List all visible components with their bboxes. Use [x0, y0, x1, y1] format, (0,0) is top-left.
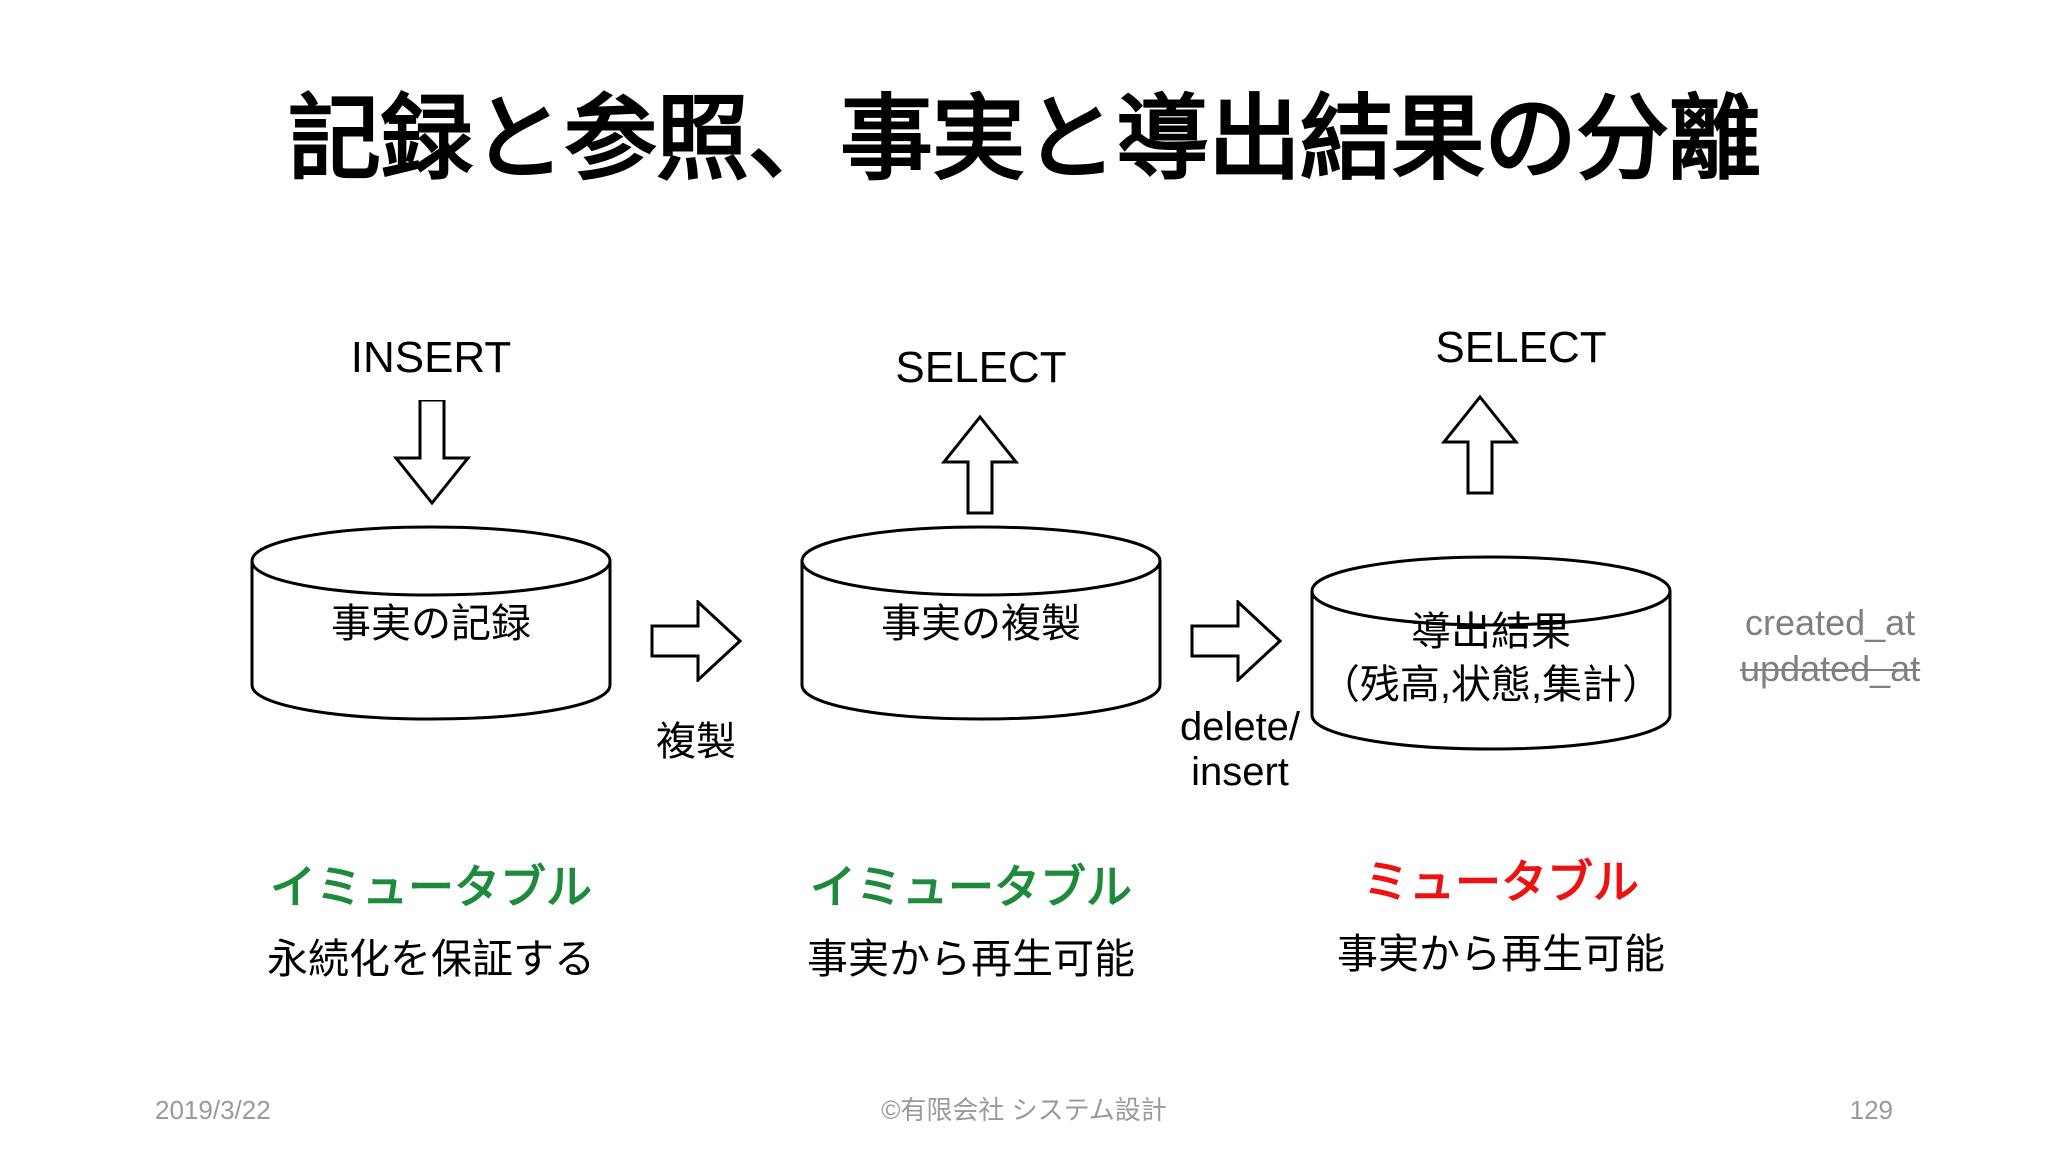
mutability-label: イミュータブル: [270, 861, 592, 913]
column-description: 事実から再生可能: [1337, 931, 1665, 978]
database-label-secondary: （残高,状態,集計）: [1319, 663, 1663, 707]
page-title: 記録と参照、事実と導出結果の分離: [288, 87, 1761, 191]
column-note-2: イミュータブル 事実から再生可能: [761, 860, 1181, 984]
footer-date: 2019/3/22: [155, 1095, 271, 1125]
footer-page-number: 129: [1849, 1095, 1893, 1125]
side-fields-group: created_at updated_at: [1740, 600, 1920, 692]
database-cylinder-derived-result: 導出結果 （残高,状態,集計）: [1310, 555, 1672, 751]
column-note-1: イミュータブル 永続化を保証する: [221, 860, 641, 984]
field-updated-at: updated_at: [1740, 648, 1921, 690]
database-cylinder-fact-record: 事実の記録: [250, 525, 612, 721]
operation-label-select-2: SELECT: [895, 343, 1067, 392]
arrow-right-replicate-icon: [650, 600, 742, 682]
transition-label-insert: insert: [1191, 750, 1289, 794]
operation-label-select-3: SELECT: [1435, 323, 1607, 372]
column-description: 事実から再生可能: [807, 936, 1135, 983]
arrow-down-insert-icon: [392, 400, 472, 505]
database-label: 事実の複製: [881, 602, 1081, 646]
column-note-3: ミュータブル 事実から再生可能: [1291, 855, 1711, 979]
mutability-label: ミュータブル: [1363, 856, 1639, 908]
database-cylinder-fact-replica: 事実の複製: [800, 525, 1162, 721]
transition-label-replicate: 複製: [656, 720, 736, 764]
mutability-label: イミュータブル: [810, 861, 1132, 913]
field-created-at: created_at: [1745, 602, 1916, 643]
footer-copyright: ©有限会社 システム設計: [881, 1095, 1167, 1125]
database-label: 導出結果: [1411, 610, 1571, 654]
arrow-up-select-2-icon: [940, 415, 1020, 515]
column-description: 永続化を保証する: [267, 936, 595, 983]
arrow-right-delete-insert-icon: [1190, 600, 1282, 682]
footer: 2019/3/22 ©有限会社 システム設計 129: [0, 1090, 2048, 1130]
transition-label-delete: delete/: [1179, 705, 1301, 749]
arrow-up-select-3-icon: [1440, 395, 1520, 495]
database-label: 事実の記録: [331, 602, 531, 646]
operation-label-insert: INSERT: [350, 333, 512, 382]
